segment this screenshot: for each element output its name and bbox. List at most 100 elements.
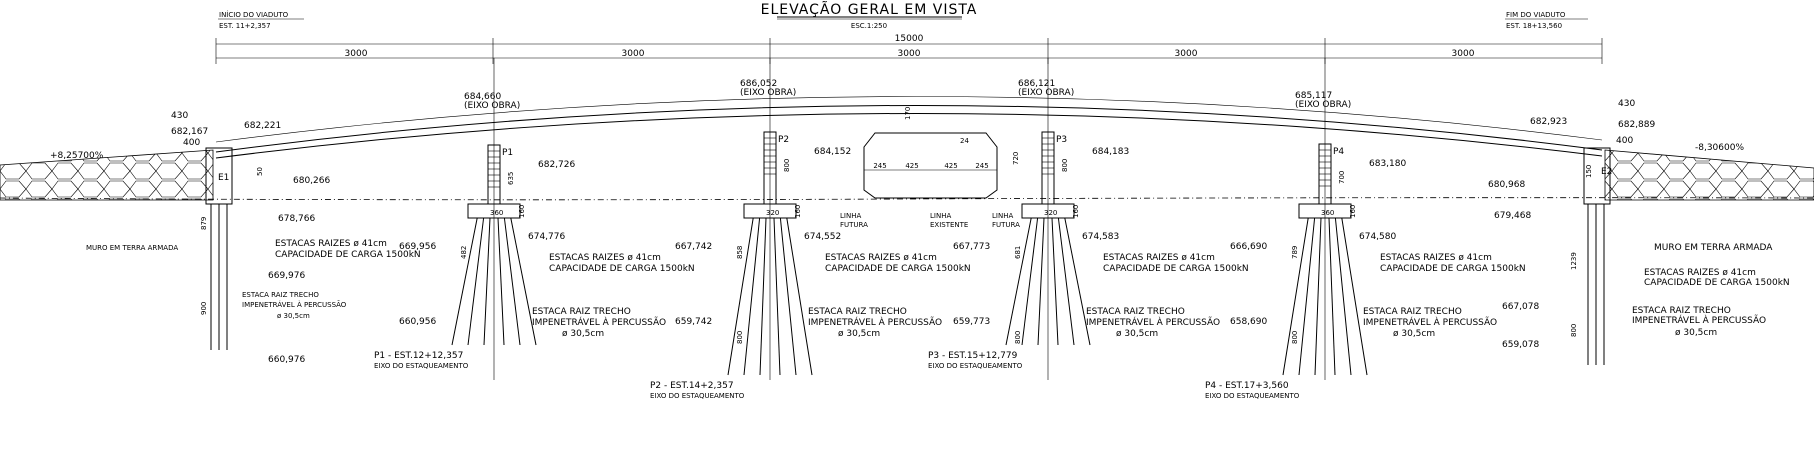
abutment-e1-el-base: 678,766 (278, 214, 315, 224)
clearance-dim-4: 245 (975, 162, 988, 170)
abutment-e2-el-pile: 659,078 (1502, 340, 1539, 350)
pier-1-cap-w: 360 (490, 209, 503, 217)
abutment-e1-rock-3: ø 30,5cm (277, 312, 310, 320)
pier-3-station: P3 - EST.15+12,779 (928, 351, 1018, 361)
abutment-e2-dim-430: 430 (1618, 99, 1635, 109)
abutment-e1-rock-2: IMPENETRÁVEL À PERCUSSÃO (242, 300, 347, 309)
pier-3-name: P3 (1056, 135, 1067, 145)
abutment-e2-pile-label: ESTACAS RAIZES ø 41cm (1644, 268, 1756, 278)
pier-3-pile-label: ESTACAS RAIZES ø 41cm (1103, 253, 1215, 263)
end-label: FIM DO VIADUTO (1506, 11, 1566, 19)
abutment-e1-pile-cap: CAPACIDADE DE CARGA 1500kN (275, 250, 421, 260)
start-label: INÍCIO DO VIADUTO (219, 10, 289, 19)
pier-3-pile-4 (1051, 217, 1059, 346)
pier-1-el-axis: 684,660 (464, 92, 501, 102)
abutment-e2-el-base: 679,468 (1494, 211, 1531, 221)
abutment-e2-el-cap: 680,968 (1488, 180, 1525, 190)
pier-3-rock-3: ø 30,5cm (1116, 329, 1158, 339)
pier-2-el-socket: 667,742 (675, 242, 712, 252)
span-dim-1: 3000 (345, 49, 368, 59)
abutment-e2-rock-1: ESTACA RAIZ TRECHO (1632, 306, 1731, 316)
pier-1-pile-axis: EIXO DO ESTAQUEAMENTO (374, 362, 469, 370)
pier-4-rock-len: 800 (1291, 331, 1299, 344)
pier-3-pile-1 (1005, 217, 1032, 346)
span-dim-5: 3000 (1452, 49, 1475, 59)
rail-clearance: 245 425 425 245 170 720 24 LINHA FUTURA … (840, 107, 1020, 229)
pier-4-pile-3 (1314, 217, 1322, 376)
pier-4-pile-len: 789 (1291, 246, 1299, 259)
pier-3-pile-2 (1021, 217, 1039, 346)
pier-2-col-h: 800 (783, 159, 791, 172)
deck-bottom (215, 113, 1603, 159)
pier-4-pile-axis: EIXO DO ESTAQUEAMENTO (1205, 392, 1300, 400)
pier-3-el-socket: 667,773 (953, 242, 990, 252)
rail-future-1a: LINHA (840, 212, 861, 220)
abutment-e1-dim-400: 400 (183, 138, 200, 148)
clearance-h-170: 170 (904, 107, 912, 120)
pier-4-pile-label: ESTACAS RAIZES ø 41cm (1380, 253, 1492, 263)
embankment-left (0, 149, 214, 201)
pier-3-el-col: 684,183 (1092, 147, 1129, 157)
pier-1-pile-3 (483, 217, 491, 346)
span-dim-3: 3000 (898, 49, 921, 59)
abutment-e1-el-cap: 680,266 (293, 176, 330, 186)
pier-1-rock-2: IMPENETRÁVEL À PERCUSSÃO (532, 316, 666, 328)
pier-3-pile-capacity: CAPACIDADE DE CARGA 1500kN (1103, 264, 1249, 274)
abutment-e2-el-top: 682,923 (1530, 117, 1567, 127)
end-station: EST. 18+13,560 (1506, 22, 1562, 30)
pier-2-station: P2 - EST.14+2,357 (650, 381, 734, 391)
pier-2-cap-w: 320 (766, 209, 779, 217)
total-span: 15000 (895, 34, 924, 44)
pier-3-el-axis: 686,121 (1018, 79, 1055, 89)
pier-1-pile-len: 482 (460, 246, 468, 259)
pier-2-rock-3: ø 30,5cm (838, 329, 880, 339)
pier-2-el-axis: 686,052 (740, 79, 777, 89)
clearance-dim-1: 245 (873, 162, 886, 170)
pier-3-pile-5 (1057, 217, 1075, 346)
pier-1-pile-2 (467, 217, 485, 346)
pier-4-pile-6 (1341, 217, 1368, 376)
abutment-e1-dim-50: 50 (256, 167, 264, 176)
pier-3-rock-2: IMPENETRÁVEL À PERCUSSÃO (1086, 316, 1220, 328)
rail-existing-a: LINHA (930, 212, 951, 220)
abutment-e1-el-top: 682,167 (171, 127, 208, 137)
pier-2-pile-4 (773, 217, 781, 376)
pier-1-el-cap: 674,776 (528, 232, 565, 242)
pier-4-rock-3: ø 30,5cm (1393, 329, 1435, 339)
pier-3-rock-1: ESTACA RAIZ TRECHO (1086, 307, 1185, 317)
pier-1-el-col: 682,726 (538, 160, 575, 170)
pier-2-pile-6 (786, 217, 813, 376)
pier-1-pile-6 (510, 217, 537, 346)
abutment-e1-wall: MURO EM TERRA ARMADA (86, 244, 178, 252)
abutment-e1-rock-1: ESTACA RAIZ TRECHO (242, 291, 319, 299)
pier-1-el-socket: 669,956 (399, 242, 436, 252)
embankment-right (1604, 149, 1814, 201)
abutment-e2-rock-2: IMPENETRÁVEL À PERCUSSÃO (1632, 314, 1766, 326)
pier-1-col-h: 635 (507, 172, 515, 185)
pier-1-rock-1: ESTACA RAIZ TRECHO (532, 307, 631, 317)
abutment-e2-dim-400: 400 (1616, 136, 1633, 146)
pier-2-pile-5 (779, 217, 797, 376)
deck-top (215, 105, 1603, 153)
pier-4-el-cap: 674,580 (1359, 232, 1396, 242)
pier-3-col-h: 800 (1061, 159, 1069, 172)
pier-4-cap-h: 160 (1349, 205, 1357, 218)
span-dimensions: 3000 3000 3000 3000 3000 (345, 49, 1475, 59)
pier-1-cap-h: 160 (518, 205, 526, 218)
pier-2-pile-label: ESTACAS RAIZES ø 41cm (825, 253, 937, 263)
pier-3-cap-h: 160 (1072, 205, 1080, 218)
drawing-scale: ESC.1:250 (851, 22, 887, 30)
pier-4-pile-5 (1334, 217, 1352, 376)
pier-4-axis-note: (EIXO OBRA) (1295, 100, 1351, 110)
clearance-h-24: 24 (960, 137, 969, 145)
pier-2-pile-3 (759, 217, 767, 376)
pier-3-axis-note: (EIXO OBRA) (1018, 88, 1074, 98)
abutment-e1-el-pile: 660,976 (268, 355, 305, 365)
pier-2-cap-h: 160 (794, 205, 802, 218)
slope-left: +8,25700% (50, 151, 104, 161)
pier-4-rock-1: ESTACA RAIZ TRECHO (1363, 307, 1462, 317)
abutment-e2-body (1583, 147, 1611, 205)
pier-1-name: P1 (502, 148, 513, 158)
